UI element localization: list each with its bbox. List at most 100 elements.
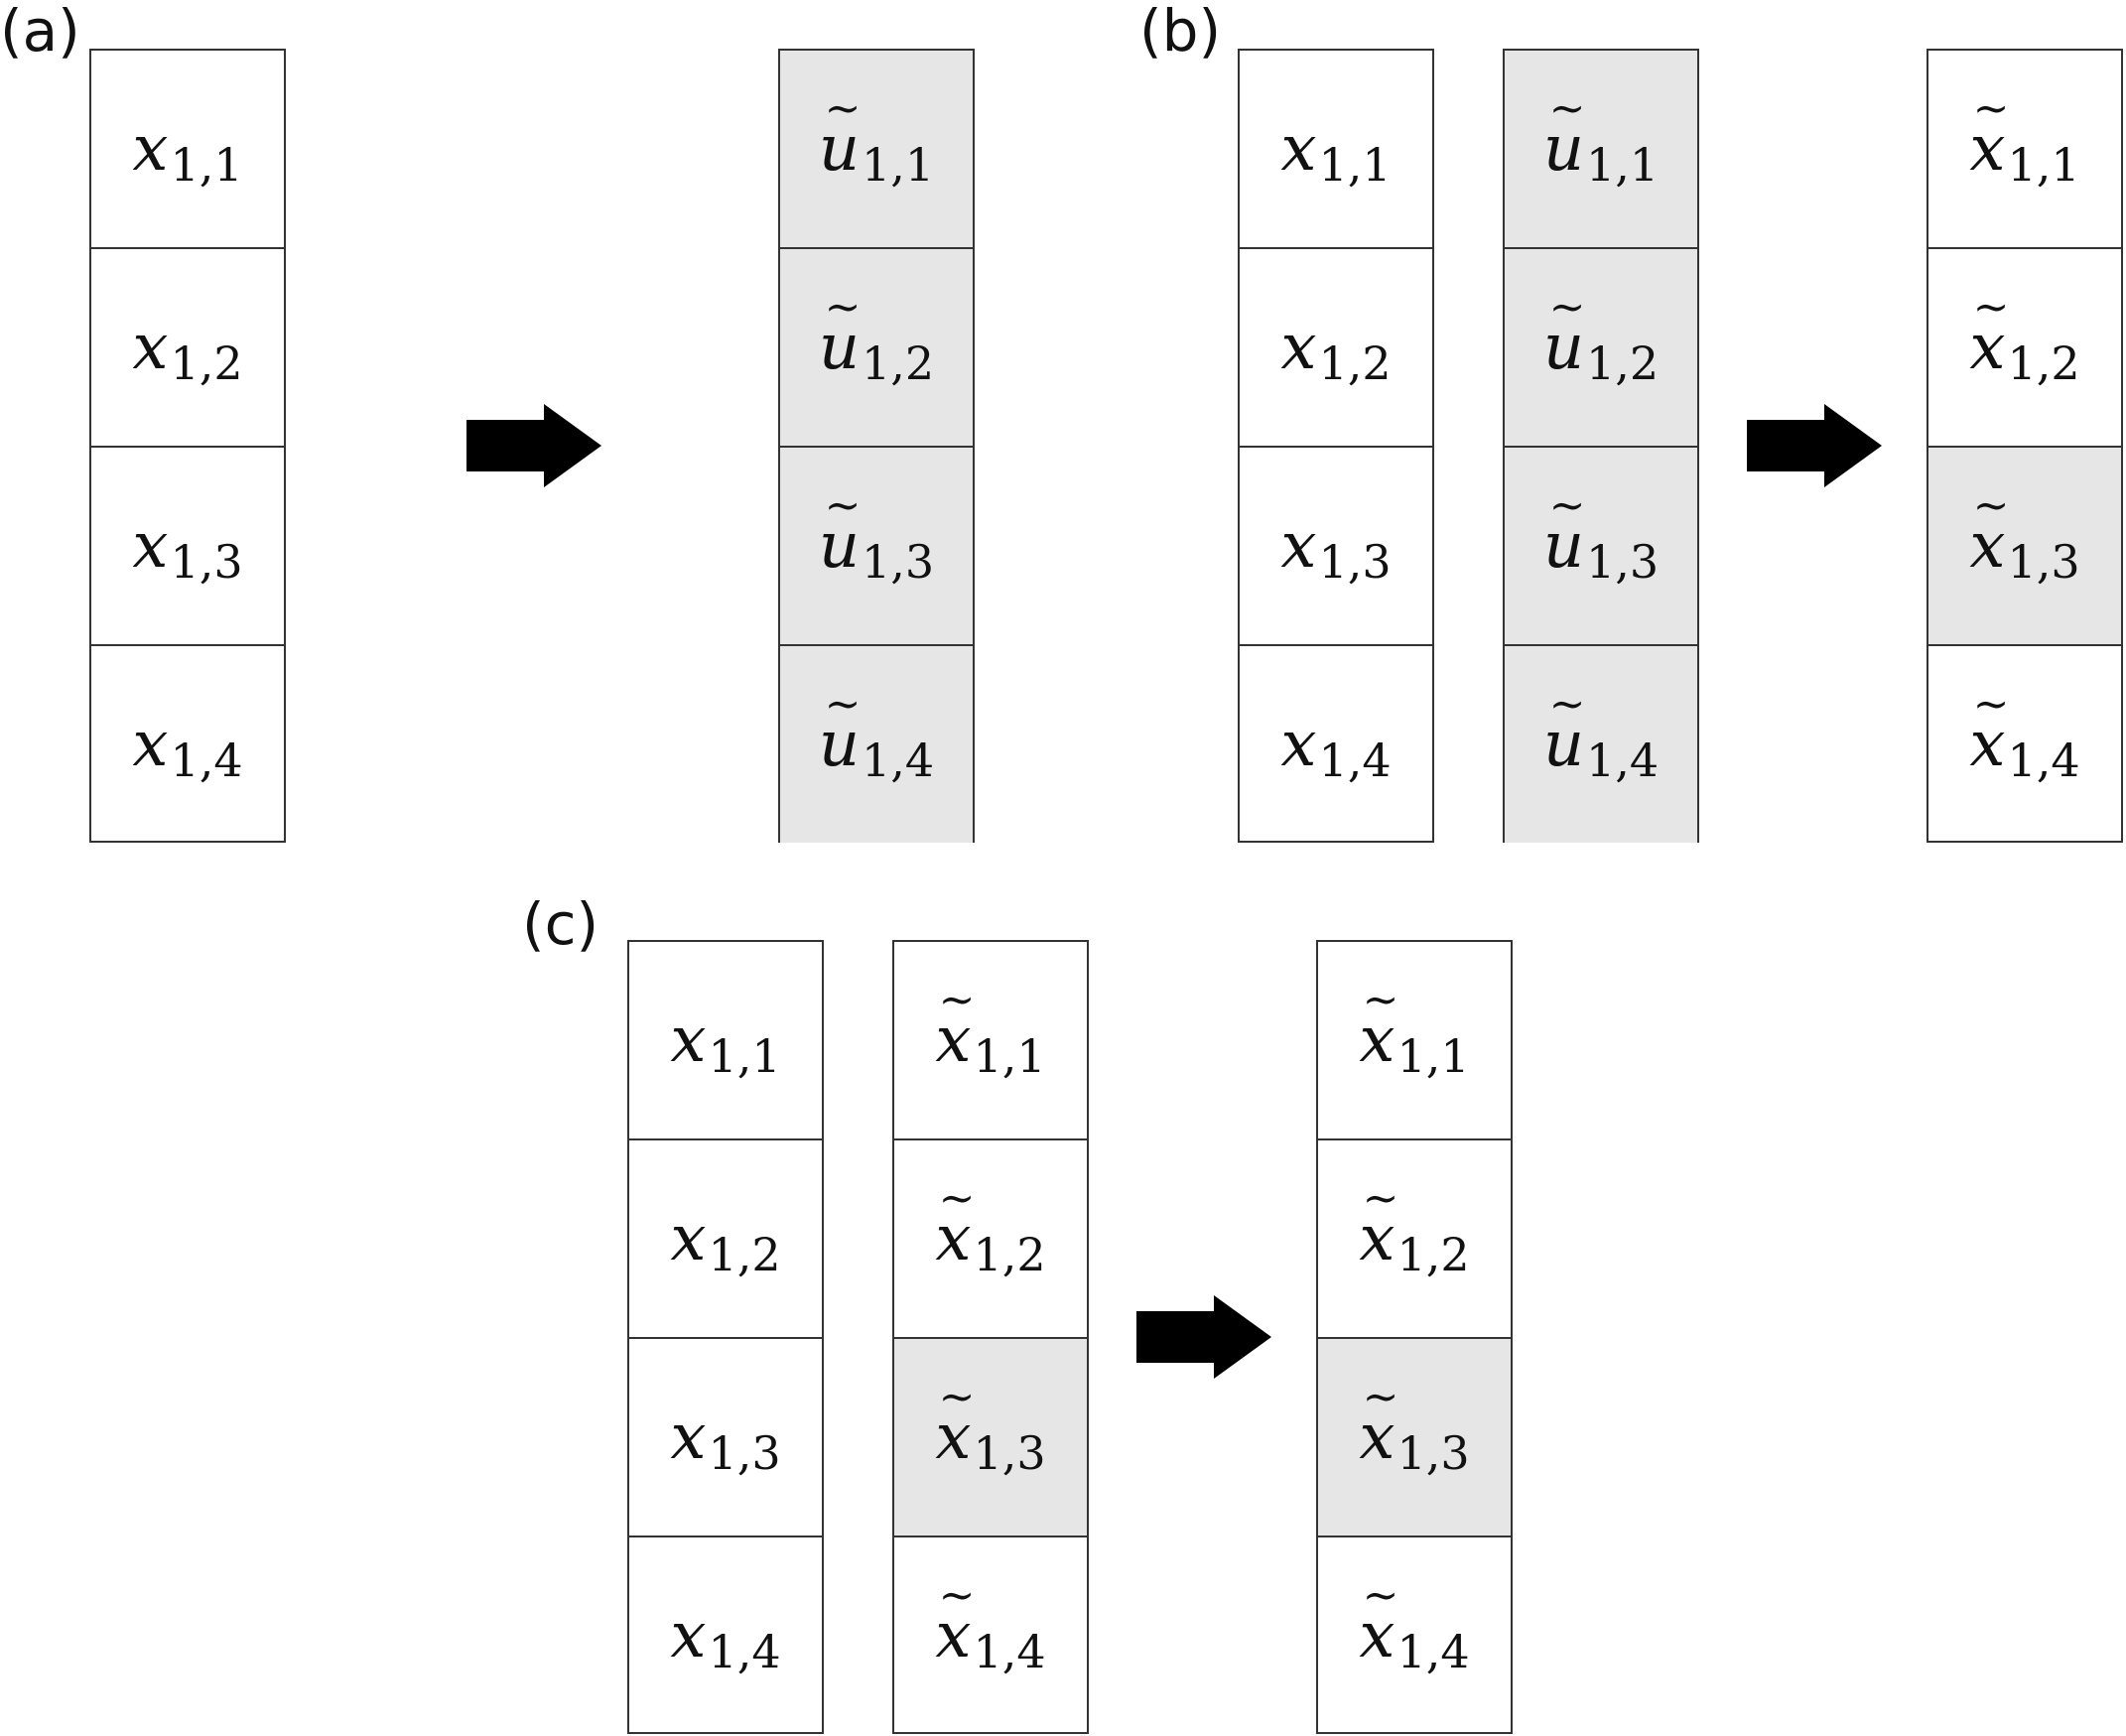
cell-symbol: x xyxy=(670,1003,707,1077)
panel-c-arrow-icon xyxy=(1136,1295,1271,1379)
cell-symbol: x xyxy=(1280,708,1317,781)
cell-symbol: u xyxy=(1542,708,1585,781)
cell-symbol: u xyxy=(818,112,861,186)
cell-symbol: u xyxy=(1542,509,1585,583)
tilde-accent: ~ xyxy=(1548,679,1586,730)
cell-subscript: 1,4 xyxy=(1396,1625,1470,1678)
tilde-accent: ~ xyxy=(1972,679,2010,730)
cell: u~1,1 xyxy=(780,51,973,247)
cell-symbol: x xyxy=(935,1202,972,1275)
panel-a-arrow-icon xyxy=(466,404,601,487)
cell-symbol: x xyxy=(670,1202,707,1275)
cell: x~1,1 xyxy=(1318,942,1511,1138)
tilde-accent: ~ xyxy=(938,975,976,1025)
panel-b-label: (b) xyxy=(1139,0,1222,65)
cell-subscript: 1,2 xyxy=(2007,336,2080,390)
cell-subscript: 1,4 xyxy=(2007,734,2080,787)
cell-symbol: x xyxy=(935,1599,972,1672)
cell-subscript: 1,3 xyxy=(708,1426,781,1480)
cell-subscript: 1,3 xyxy=(170,535,243,589)
cell-symbol: x xyxy=(1359,1401,1395,1474)
tilde-accent: ~ xyxy=(1362,1570,1399,1621)
cell-subscript: 1,2 xyxy=(973,1228,1046,1281)
tilde-accent: ~ xyxy=(1972,83,2010,134)
cell-symbol: x xyxy=(1969,311,2006,384)
cell: u~1,3 xyxy=(780,446,973,644)
cell-symbol: x xyxy=(935,1401,972,1474)
cell-subscript: 1,2 xyxy=(708,1228,781,1281)
cell: x~1,2 xyxy=(894,1138,1087,1337)
cell-subscript: 1,2 xyxy=(1318,336,1392,390)
cell-subscript: 1,3 xyxy=(973,1426,1046,1480)
cell: x~1,4 xyxy=(1318,1536,1511,1734)
cell-symbol: x xyxy=(1280,509,1317,583)
cell-symbol: x xyxy=(1359,1202,1395,1275)
cell-subscript: 1,4 xyxy=(170,734,243,787)
cell-symbol: x xyxy=(1280,112,1317,186)
tilde-accent: ~ xyxy=(938,1173,976,1224)
tilde-accent: ~ xyxy=(1362,1372,1399,1422)
cell: x~1,2 xyxy=(1928,247,2121,446)
cell-symbol: u xyxy=(1542,311,1585,384)
cell: u~1,4 xyxy=(780,644,973,843)
cell-symbol: x xyxy=(132,112,169,186)
tilde-accent: ~ xyxy=(1362,1173,1399,1224)
cell: x~1,4 xyxy=(1928,644,2121,843)
cell-subscript: 1,4 xyxy=(1586,734,1660,787)
cell-symbol: x xyxy=(670,1401,707,1474)
cell-subscript: 1,4 xyxy=(708,1625,781,1678)
tilde-accent: ~ xyxy=(1548,480,1586,531)
cell-subscript: 1,1 xyxy=(1318,138,1392,192)
cell: x~1,3 xyxy=(1318,1337,1511,1536)
cell: x~1,2 xyxy=(1318,1138,1511,1337)
cell: x~1,4 xyxy=(894,1536,1087,1734)
tilde-accent: ~ xyxy=(824,282,862,333)
cell-subscript: 1,3 xyxy=(1586,535,1660,589)
cell-subscript: 1,3 xyxy=(862,535,935,589)
cell-subscript: 1,3 xyxy=(1318,535,1392,589)
cell-subscript: 1,4 xyxy=(973,1625,1046,1678)
cell-symbol: x xyxy=(1969,509,2006,583)
cell-symbol: x xyxy=(1969,708,2006,781)
cell: u~1,2 xyxy=(780,247,973,446)
cell: u~1,1 xyxy=(1505,51,1697,247)
cell-symbol: x xyxy=(132,311,169,384)
cell-subscript: 1,1 xyxy=(973,1029,1046,1083)
cell: x~1,3 xyxy=(1928,446,2121,644)
cell-subscript: 1,3 xyxy=(1396,1426,1470,1480)
cell-subscript: 1,2 xyxy=(862,336,935,390)
cell: u~1,4 xyxy=(1505,644,1697,843)
cell-symbol: x xyxy=(1359,1003,1395,1077)
panel-a-label: (a) xyxy=(0,0,80,65)
cell-subscript: 1,2 xyxy=(1586,336,1660,390)
cell: u~1,3 xyxy=(1505,446,1697,644)
cell-subscript: 1,1 xyxy=(2007,138,2080,192)
panel-b-arrow-icon xyxy=(1747,404,1882,487)
cell-symbol: x xyxy=(1969,112,2006,186)
cell-subscript: 1,1 xyxy=(862,138,935,192)
cell-subscript: 1,3 xyxy=(2007,535,2080,589)
cell-symbol: u xyxy=(1542,112,1585,186)
cell-symbol: x xyxy=(1359,1599,1395,1672)
cell-subscript: 1,4 xyxy=(862,734,935,787)
cell-symbol: x xyxy=(132,708,169,781)
cell: u~1,2 xyxy=(1505,247,1697,446)
cell: x~1,1 xyxy=(894,942,1087,1138)
cell-subscript: 1,2 xyxy=(170,336,243,390)
cell-subscript: 1,1 xyxy=(170,138,243,192)
cell-symbol: u xyxy=(818,509,861,583)
